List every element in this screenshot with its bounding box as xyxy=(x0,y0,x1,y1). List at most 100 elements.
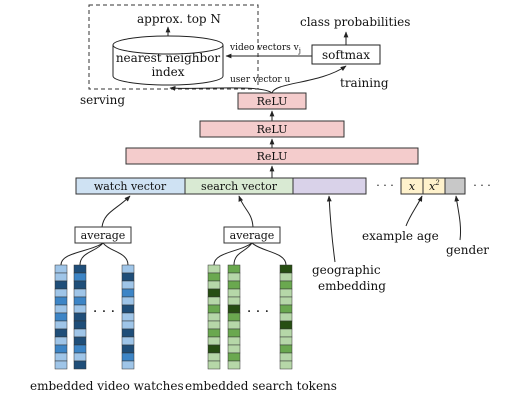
approx-top-n-label: approx. top N xyxy=(137,12,221,26)
embedding-cell xyxy=(54,296,68,306)
embedding-cell xyxy=(279,352,293,362)
embedding-cell xyxy=(73,304,87,314)
gender-box xyxy=(444,177,466,195)
embedding-cell xyxy=(279,296,293,306)
relu-label-middle: ReLU xyxy=(257,123,288,136)
nn-label-1: nearest neighbor xyxy=(116,51,221,65)
geographic-embedding-box xyxy=(292,177,367,195)
embedding-cell xyxy=(54,288,68,298)
embedding-label: embedding xyxy=(318,279,386,293)
embedding-cell xyxy=(227,320,241,330)
embedding-cell xyxy=(54,320,68,330)
embedding-cell xyxy=(73,328,87,338)
softmax-label: softmax xyxy=(322,48,370,62)
embedding-cell xyxy=(279,320,293,330)
embedding-cell xyxy=(121,312,135,322)
embedding-cell xyxy=(121,320,135,330)
embedding-cell xyxy=(279,304,293,314)
embedding-cell xyxy=(207,328,221,338)
class-probabilities-label: class probabilities xyxy=(300,15,410,29)
average-to-watch-arrow xyxy=(101,195,131,228)
embedding-cell xyxy=(121,352,135,362)
embedding-cell xyxy=(54,312,68,322)
geographic-pointer xyxy=(326,195,336,263)
embedding-cell xyxy=(279,272,293,282)
embedded-search-tokens-label: embedded search tokens xyxy=(185,379,337,393)
video-columns-dots: · · · xyxy=(93,304,115,320)
embedding-cell xyxy=(207,312,221,322)
embedding-cell xyxy=(279,264,293,274)
embedding-cell xyxy=(227,352,241,362)
embedding-cell xyxy=(207,344,221,354)
embedding-cell xyxy=(207,352,221,362)
embedding-cell xyxy=(73,280,87,290)
input-ellipsis-end: · · · xyxy=(473,179,490,192)
embedding-cell xyxy=(73,264,87,274)
relu-layer-top xyxy=(237,92,307,110)
example-age-pointer xyxy=(405,195,423,227)
embedding-cell xyxy=(207,280,221,290)
user-vector-label: user vector u xyxy=(230,75,291,85)
embedding-cell xyxy=(121,336,135,346)
embedding-cell xyxy=(73,312,87,322)
embedding-cell xyxy=(121,304,135,314)
embedding-cell xyxy=(54,344,68,354)
embedding-cell xyxy=(54,304,68,314)
embedding-cell xyxy=(227,296,241,306)
relu-layer-middle xyxy=(199,120,345,138)
geographic-label: geographic xyxy=(312,263,381,277)
embedding-cell xyxy=(121,296,135,306)
embedding-cell xyxy=(279,344,293,354)
embedding-cell xyxy=(73,272,87,282)
embedding-cell xyxy=(54,272,68,282)
embedding-cell xyxy=(227,280,241,290)
embedding-cell xyxy=(227,304,241,314)
search-vector-label: search vector xyxy=(201,180,278,193)
embedding-cell xyxy=(54,360,68,370)
embedding-cell xyxy=(207,304,221,314)
search-embedding-columns xyxy=(207,264,293,370)
embedding-cell xyxy=(121,288,135,298)
embedding-cell xyxy=(227,344,241,354)
user-to-index-arrow xyxy=(169,86,273,94)
average-to-search-arrow xyxy=(238,195,254,228)
nn-label-2: index xyxy=(151,65,184,79)
average-label-videos: average xyxy=(81,229,126,242)
relu-label-bottom: ReLU xyxy=(257,150,288,163)
embedding-cell xyxy=(73,344,87,354)
embedding-cell xyxy=(73,360,87,370)
embedding-cell xyxy=(279,312,293,322)
embedding-cell xyxy=(227,328,241,338)
embedding-cell xyxy=(279,280,293,290)
embedding-cell xyxy=(207,288,221,298)
video-vectors-label: video vectors vj xyxy=(229,43,301,55)
watch-vector-label: watch vector xyxy=(94,180,167,193)
search-columns-dots: · · · xyxy=(247,304,269,320)
softmax-box xyxy=(311,44,381,65)
embedding-cell xyxy=(227,272,241,282)
embedding-cell xyxy=(279,328,293,338)
embedding-cell xyxy=(207,336,221,346)
embedding-cell xyxy=(227,264,241,274)
embedding-cell xyxy=(73,288,87,298)
embedding-cell xyxy=(207,296,221,306)
video-embedding-columns xyxy=(54,264,135,370)
embedding-cell xyxy=(73,336,87,346)
embedding-cell xyxy=(227,360,241,370)
input-ellipsis: · · · xyxy=(376,179,393,192)
video-embedding-connectors xyxy=(60,242,129,266)
embedding-cell xyxy=(279,288,293,298)
user-to-softmax-arrow xyxy=(271,65,347,94)
embedding-cell xyxy=(207,360,221,370)
average-label-search: average xyxy=(230,229,275,242)
embedding-cell xyxy=(54,280,68,290)
nearest-neighbor-index: nearest neighbor index xyxy=(112,35,224,86)
embedding-cell xyxy=(207,320,221,330)
example-age-x2-label: x2 xyxy=(429,179,440,193)
embedding-cell xyxy=(54,352,68,362)
embedding-cell xyxy=(73,352,87,362)
embedded-video-watches-label: embedded video watches xyxy=(30,379,184,393)
embedding-cell xyxy=(121,272,135,282)
